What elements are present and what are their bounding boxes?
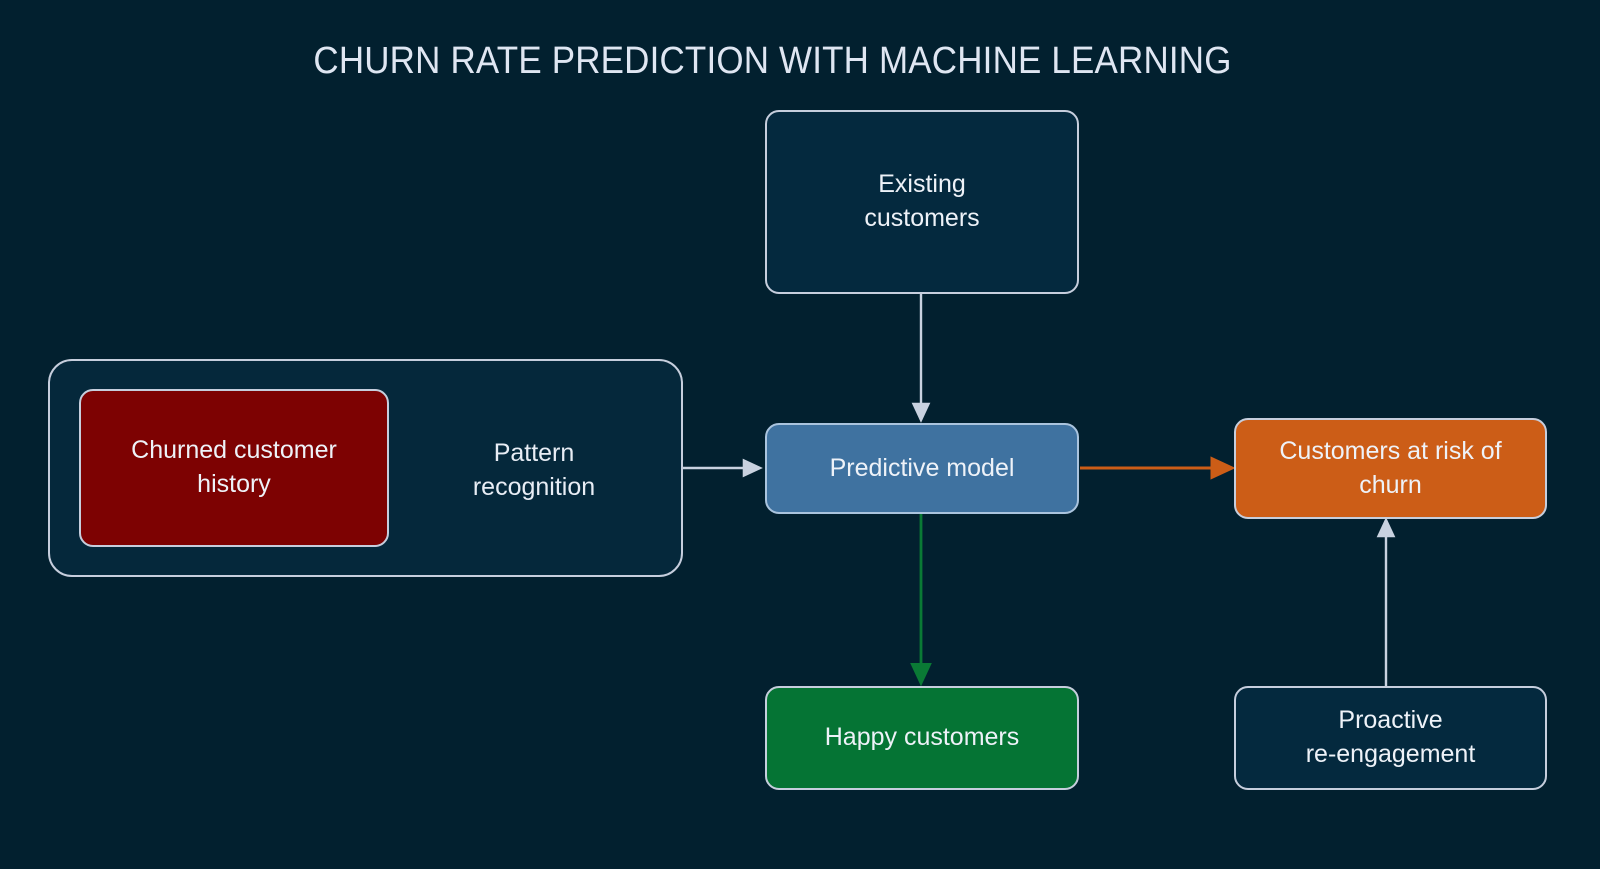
page-title: CHURN RATE PREDICTION WITH MACHINE LEARN… bbox=[313, 40, 1232, 82]
node-happy-customers-label: Happy customers bbox=[824, 723, 1020, 752]
node-customers-at-risk-of-churn-label: Customers at risk of churn bbox=[1279, 436, 1502, 499]
node-existing-customers[interactable]: Existing customers bbox=[765, 110, 1079, 294]
node-predictive-model[interactable]: Predictive model bbox=[765, 423, 1079, 514]
node-proactive-re-engagement[interactable]: Proactive re-engagement bbox=[1234, 686, 1547, 790]
node-churned-customer-history-label: Churned customer history bbox=[131, 436, 337, 498]
node-customers-at-risk-of-churn[interactable]: Customers at risk of churn bbox=[1234, 418, 1547, 519]
node-predictive-model-label: Predictive model bbox=[829, 453, 1015, 482]
group-label-pattern-recognition: Pattern recognition bbox=[472, 439, 596, 501]
node-existing-customers-label: Existing customers bbox=[864, 170, 980, 232]
node-proactive-re-engagement-label: Proactive re-engagement bbox=[1305, 706, 1476, 768]
node-happy-customers[interactable]: Happy customers bbox=[765, 686, 1079, 790]
node-churned-customer-history[interactable]: Churned customer history bbox=[79, 389, 389, 547]
